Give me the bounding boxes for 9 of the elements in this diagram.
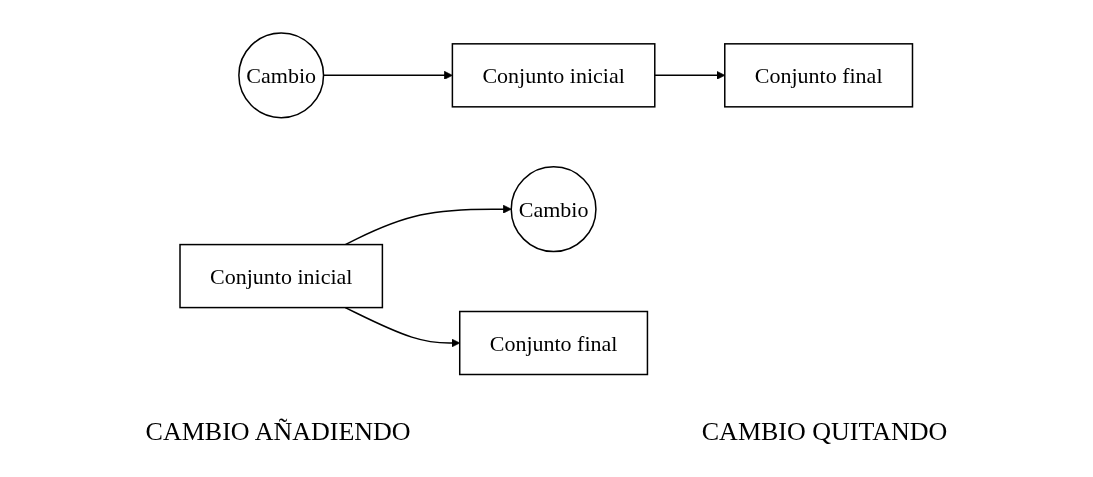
- node-circle: Cambio: [510, 165, 597, 252]
- node-box: Conjunto inicial: [179, 243, 384, 309]
- node-box: Conjunto inicial: [451, 42, 656, 108]
- node-circle: Cambio: [238, 32, 325, 119]
- panel-caption: CAMBIO AÑADIENDO: [145, 417, 411, 447]
- arrow: [344, 204, 512, 246]
- node-box: Conjunto final: [724, 42, 914, 108]
- panel-caption: CAMBIO QUITANDO: [701, 417, 948, 447]
- node-box: Conjunto final: [459, 310, 649, 375]
